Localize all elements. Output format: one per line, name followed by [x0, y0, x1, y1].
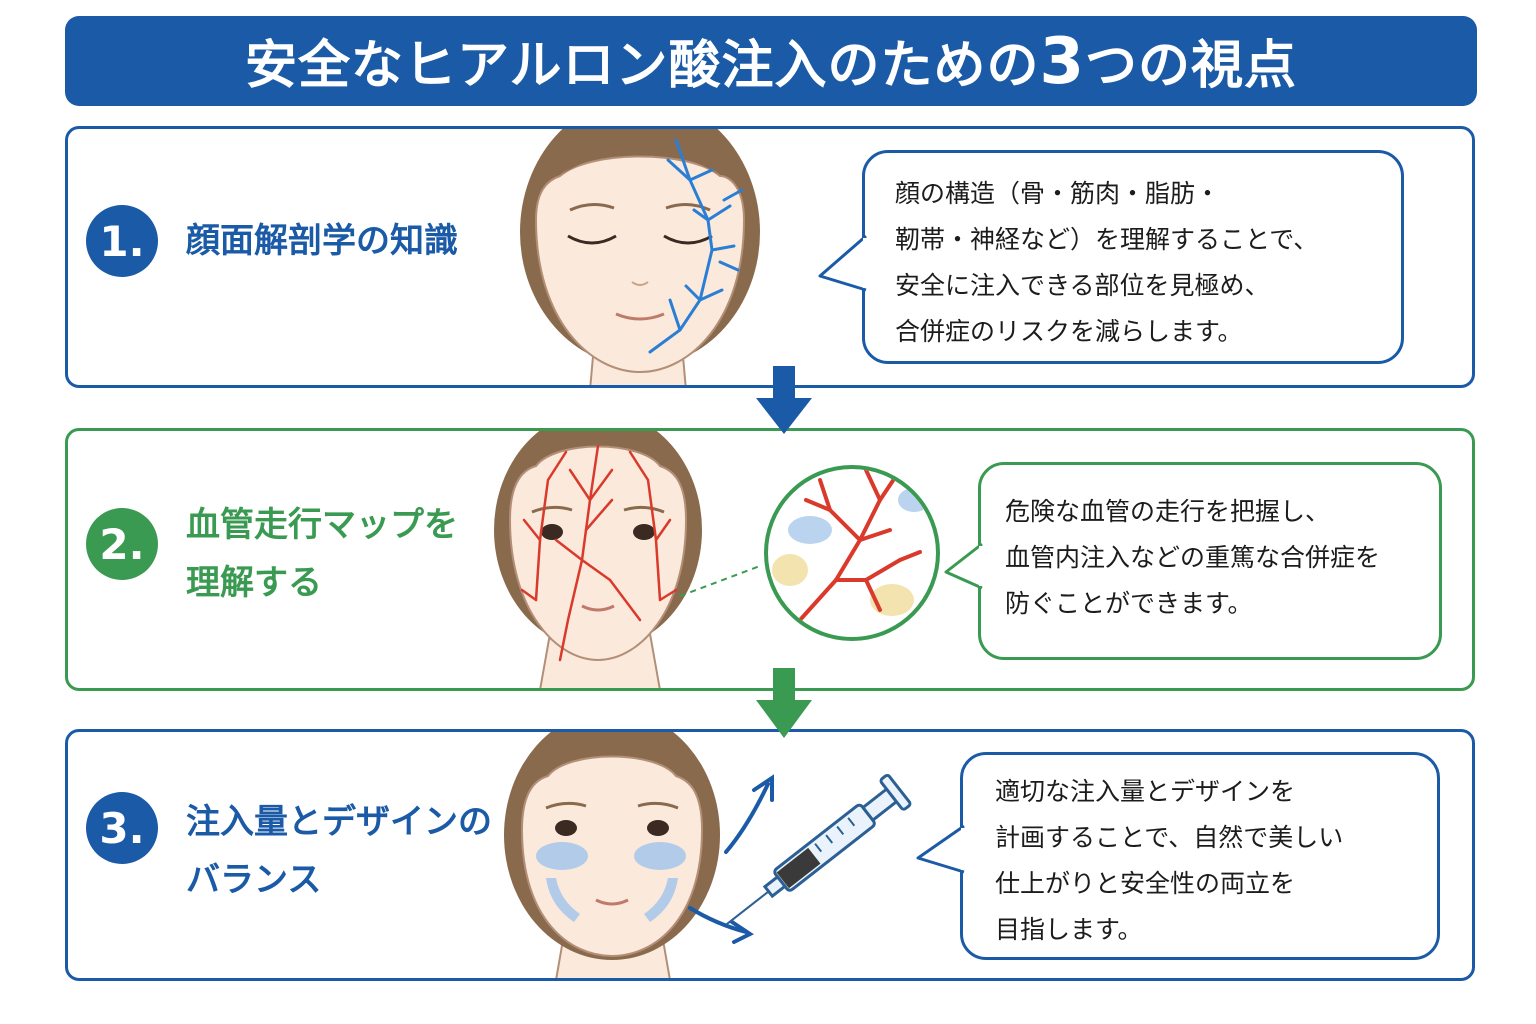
bubble-line: 仕上がりと安全性の両立を [995, 869, 1296, 898]
speech-bubble-3: 適切な注入量とデザインを 計画することで、自然で美しい 仕上がりと安全性の両立を… [960, 752, 1440, 960]
bubble-line: 計画することで、自然で美しい [995, 823, 1344, 852]
title-main: 安全なヒアルロン酸注入のための [244, 36, 1040, 96]
filler-zones-icon [536, 842, 686, 922]
heading-line: 理解する [186, 563, 322, 603]
syringe-icon [725, 773, 912, 926]
section-heading-1: 顔面解剖学の知識 [186, 212, 458, 270]
heading-line: 注入量とデザインの [186, 802, 492, 842]
speech-bubble-2: 危険な血管の走行を把握し、 血管内注入などの重篤な合併症を 防ぐことができます。 [978, 462, 1442, 660]
section-number-1: 1. [86, 205, 158, 277]
magnifier-circle-icon [764, 465, 940, 641]
title-suffix: つの視点 [1085, 36, 1298, 96]
artery-map-icon [520, 444, 678, 662]
face-illustration-2 [494, 431, 761, 688]
speech-bubble-1: 顔の構造（骨・筋肉・脂肪・ 靭帯・神経など）を理解することで、 安全に注入できる… [862, 150, 1404, 364]
section-heading-2: 血管走行マップを 理解する [186, 496, 458, 612]
down-arrow-icon [756, 668, 812, 738]
vein-map-icon [648, 138, 744, 354]
bubble-line: 危険な血管の走行を把握し、 [1005, 497, 1331, 526]
bubble-line: 目指します。 [995, 915, 1143, 944]
section-number-3: 3. [86, 792, 158, 864]
title-number: 3 [1039, 25, 1085, 99]
curved-arrow-icon [688, 774, 774, 944]
section-number-2: 2. [86, 508, 158, 580]
bubble-line: 適切な注入量とデザインを [995, 777, 1296, 806]
heading-line: 血管走行マップを [186, 505, 458, 545]
bubble-line: 靭帯・神経など）を理解することで、 [895, 225, 1319, 254]
face-illustration-1 [520, 129, 760, 385]
heading-line: バランス [186, 860, 322, 900]
bubble-line: 顔の構造（骨・筋肉・脂肪・ [895, 179, 1221, 208]
title-banner: 安全なヒアルロン酸注入のための3つの視点 [65, 16, 1477, 106]
bubble-line: 防ぐことができます。 [1005, 589, 1253, 618]
down-arrow-icon [756, 366, 812, 434]
bubble-line: 血管内注入などの重篤な合併症を [1005, 543, 1381, 572]
page-title: 安全なヒアルロン酸注入のための3つの視点 [245, 23, 1297, 99]
bubble-line: 合併症のリスクを減らします。 [895, 317, 1243, 346]
section-heading-3: 注入量とデザインの バランス [186, 793, 492, 909]
face-illustration-3 [504, 732, 720, 978]
bubble-line: 安全に注入できる部位を見極め、 [895, 271, 1270, 300]
heading-line: 顔面解剖学の知識 [186, 221, 458, 261]
